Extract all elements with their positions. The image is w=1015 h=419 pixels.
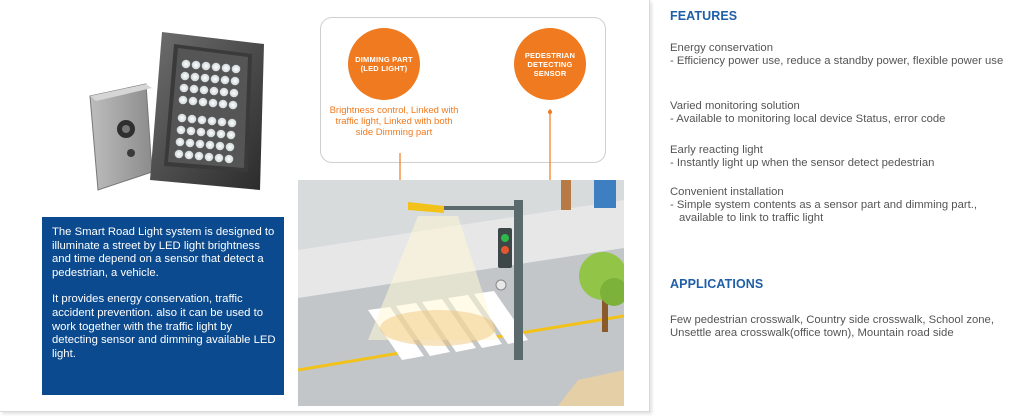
feature-detail: - Available to monitoring local device S… [670,113,946,125]
feature-title: Early reacting light [670,144,763,156]
feature-detail: - Efficiency power use, reduce a standby… [670,55,1004,67]
feature-item-energy: Energy conservation - Efficiency power u… [670,42,1010,68]
features-heading: FEATURES [670,9,738,23]
applications-text: Few pedestrian crosswalk, Country side c… [670,314,994,339]
feature-item-installation: Convenient installation - Simple system … [670,186,1010,225]
applications-heading: APPLICATIONS [670,277,764,291]
description-paragraph-1: The Smart Road Light system is designed … [52,226,275,279]
feature-item-early-reacting: Early reacting light - Instantly light u… [670,144,1010,170]
pedestrian-sensor-bubble: PEDESTRIAN DETECTING SENSOR [514,28,586,100]
feature-title: Varied monitoring solution [670,100,800,112]
feature-detail: - Instantly light up when the sensor det… [670,157,935,169]
illustration-panel: DIMMING PART (LED LIGHT) PEDESTRIAN DETE… [0,0,650,412]
street-crosswalk-illustration [298,180,624,406]
feature-title: Energy conservation [670,42,773,54]
dimming-part-bubble: DIMMING PART (LED LIGHT) [348,28,420,100]
smart-road-light-product-image [89,32,264,191]
callout-box: DIMMING PART (LED LIGHT) PEDESTRIAN DETE… [320,17,606,163]
feature-title: Convenient installation [670,186,784,198]
description-box: The Smart Road Light system is designed … [42,217,284,395]
description-paragraph-2: It provides energy conservation, traffic… [52,293,276,360]
dimming-part-note: Brightness control, Linked with traffic … [329,105,459,138]
feature-item-monitoring: Varied monitoring solution - Available t… [670,100,1010,126]
feature-detail: - Simple system contents as a sensor par… [670,199,978,224]
